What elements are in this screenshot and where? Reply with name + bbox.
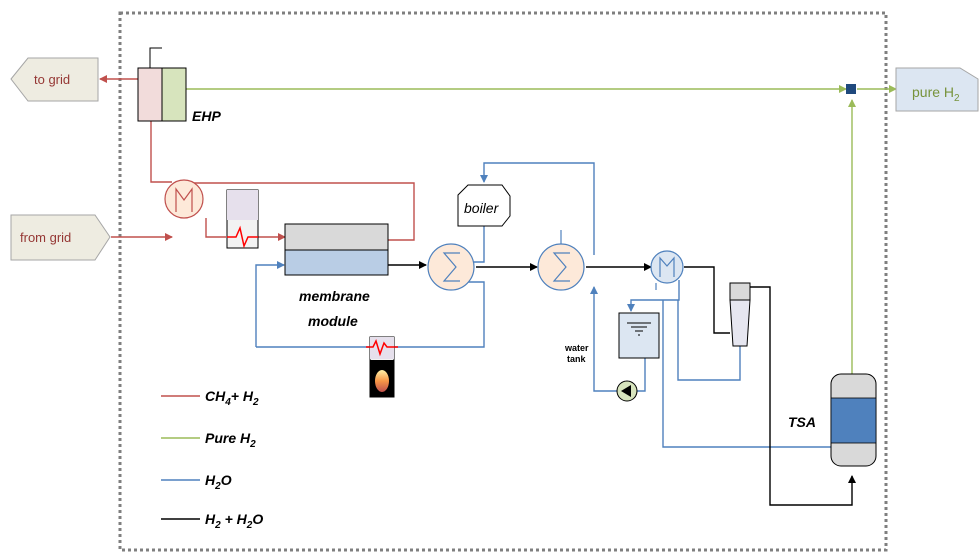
ehp-anode: [137, 67, 163, 122]
boiler-label: boiler: [464, 200, 500, 216]
ehp-unit: EHP: [137, 47, 221, 124]
legend-label-ch4-h2: CH4+ H2: [205, 388, 259, 408]
svg-text:pure H2: pure H2: [912, 84, 960, 104]
furnace-heater: [366, 336, 398, 398]
pure-h2-terminal: pure H2: [895, 67, 979, 112]
to-grid-label: to grid: [34, 72, 70, 87]
legend-label-h2-h2o: H2 + H2O: [205, 511, 263, 531]
tsa-label: TSA: [788, 414, 816, 430]
heat-exchanger-3: [537, 243, 585, 291]
pure-h2-subscript: 2: [954, 93, 960, 104]
system-boundary: [118, 11, 888, 552]
flame-icon: [375, 370, 389, 392]
from-grid-label: from grid: [20, 230, 71, 245]
legend-label-h2o: H2O: [205, 472, 232, 492]
cooler: [650, 250, 684, 290]
ehp-cathode: [161, 67, 187, 122]
legend: CH4+ H2 Pure H2 H2O H2 + H2O: [161, 388, 263, 531]
h2o-lines: [255, 162, 831, 448]
heat-exchanger-1: [164, 179, 204, 219]
h2-h2o-lines: [388, 261, 856, 506]
mixer-node: [846, 84, 856, 94]
heat-exchanger-2: [427, 243, 475, 291]
from-grid-terminal: from grid: [10, 214, 111, 261]
ehp-terminal-wire: [149, 47, 162, 68]
pure-h2-lines: [186, 85, 897, 374]
membrane-label-line1: membrane: [299, 288, 370, 304]
water-tank-label-line2: tank: [567, 354, 587, 364]
flash-separator: [729, 282, 751, 347]
boiler-unit: boiler: [457, 184, 511, 227]
pump: [616, 380, 638, 402]
water-tank: water tank: [564, 312, 660, 364]
membrane-module: membrane module: [284, 223, 389, 329]
membrane-label-line2: module: [308, 313, 358, 329]
legend-label-pure-h2: Pure H2: [205, 430, 256, 450]
electric-heater-1: [226, 189, 259, 249]
pure-h2-text: pure H: [912, 84, 954, 100]
tsa-unit: TSA: [788, 373, 877, 467]
ch4-h2-lines: [111, 121, 415, 241]
to-grid-terminal: to grid: [10, 57, 99, 102]
water-tank-label-line1: water: [564, 343, 589, 353]
ehp-label: EHP: [192, 108, 221, 124]
